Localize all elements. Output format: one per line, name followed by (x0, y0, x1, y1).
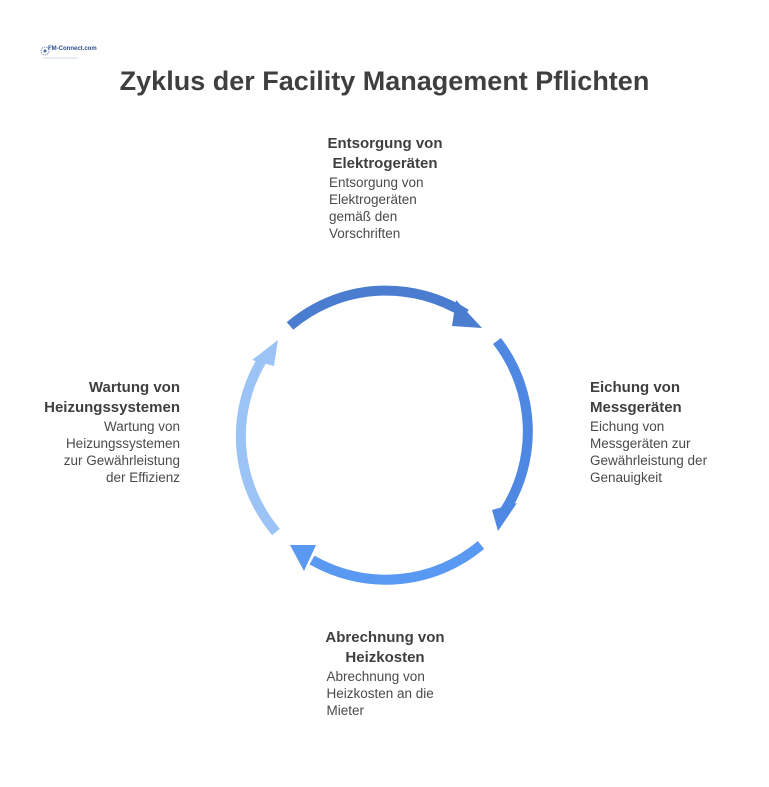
stage-description-line: Vorschriften (329, 226, 401, 241)
stage-description-line: Heizungssystemen (65, 436, 180, 451)
diagram-title: Zyklus der Facility Management Pflichten (119, 66, 650, 96)
cycle-arrow-top (286, 285, 469, 330)
cycle-arrow-bottom (309, 541, 485, 585)
stage-description-line: Entsorgung von (329, 175, 424, 190)
stage-description-line: Elektrogeräten (329, 192, 417, 207)
stage-description-line: Mieter (326, 703, 365, 718)
cycle-arrowhead-left (252, 340, 278, 366)
logo-text: FM-Connect.com (48, 46, 97, 52)
stage-meter-calibration: Eichung von Messgeräten Eichung von Mess… (590, 378, 740, 486)
stage-description: Eichung von Messgeräten zur Gewährleistu… (590, 418, 740, 486)
stage-title-line: Abrechnung von (325, 629, 445, 646)
fm-connect-logo-icon (40, 46, 78, 59)
stage-heating-billing: Abrechnung von Heizkosten Abrechnung von… (300, 628, 470, 719)
cycle-arrow-right (493, 337, 533, 515)
stage-title-line: Messgeräten (590, 399, 682, 416)
cycle-arrowhead-right (492, 503, 517, 531)
stage-description-line: Abrechnung von (326, 669, 425, 684)
stage-electronics-disposal: Entsorgung von Elektrogeräten Entsorgung… (300, 134, 470, 242)
stage-title-line: Eichung von (590, 379, 680, 396)
stage-description-line: Messgeräten zur (590, 436, 691, 451)
stage-description-line: zur Gewährleistung (63, 453, 180, 468)
cycle-arrow-left (235, 357, 280, 536)
stage-description-line: Wartung von (103, 419, 180, 434)
stage-title-line: Heizkosten (345, 649, 425, 666)
stage-description-line: Heizkosten an die (326, 686, 434, 701)
stage-description-line: Gewährleistung der (590, 453, 708, 468)
stage-title: Entsorgung von Elektrogeräten (300, 134, 470, 174)
stage-description: Abrechnung von Heizkosten an die Mieter (309, 668, 462, 719)
stage-description-line: Eichung von (590, 419, 665, 434)
cycle-arrowhead-bottom (290, 545, 316, 571)
cycle-arrowhead-top (452, 300, 482, 328)
stage-description: Wartung von Heizungssystemen zur Gewährl… (20, 418, 180, 486)
stage-title: Wartung von Heizungssystemen (20, 378, 180, 418)
stage-title-line: Heizungssystemen (44, 399, 180, 416)
stage-description-line: gemäß den (329, 209, 398, 224)
stage-title-line: Elektrogeräten (332, 155, 438, 172)
stage-description-line: der Effizienz (105, 470, 180, 485)
stage-title: Eichung von Messgeräten (590, 378, 740, 418)
stage-description: Entsorgung von Elektrogeräten gemäß den … (311, 174, 459, 242)
stage-heating-maintenance: Wartung von Heizungssystemen Wartung von… (20, 378, 180, 486)
stage-title: Abrechnung von Heizkosten (300, 628, 470, 668)
stage-title-line: Entsorgung von (327, 135, 443, 152)
stage-title-line: Wartung von (88, 379, 180, 396)
stage-description-line: Genauigkeit (590, 470, 663, 485)
